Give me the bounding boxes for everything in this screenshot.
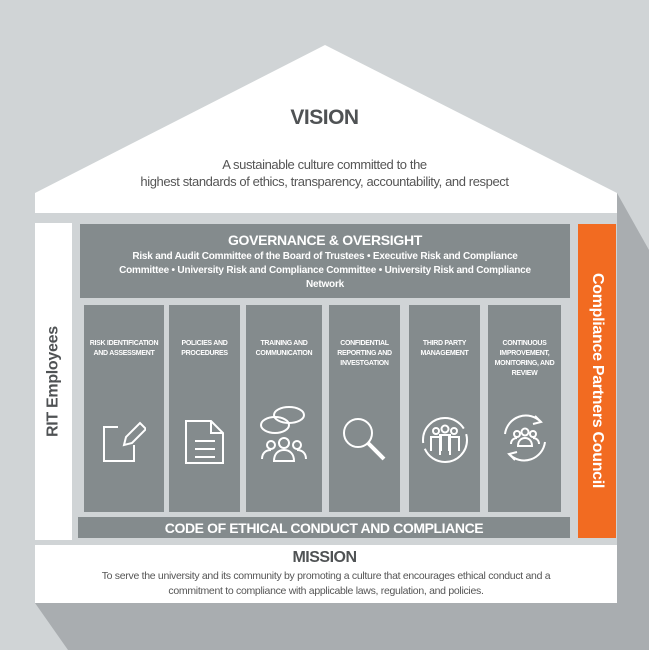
roof xyxy=(35,45,617,213)
edit-icon xyxy=(103,421,146,462)
pillar-risk: RISK IDENTIFICATION AND ASSESSMENT xyxy=(84,305,164,512)
vision-text: A sustainable culture committed to the h… xyxy=(0,156,649,190)
pillar-label: CONFIDENTIAL REPORTING AND INVESTGATION xyxy=(337,340,392,367)
governance-box: GOVERNANCE & OVERSIGHT Risk and Audit Co… xyxy=(80,224,570,298)
pillar-label: THIRD PARTY MANAGEMENT xyxy=(420,340,469,357)
pillar-policies: POLICIES AND PROCEDURES xyxy=(169,305,240,512)
mission-text: To serve the university and its communit… xyxy=(35,569,617,599)
mission-title: MISSION xyxy=(292,549,357,566)
pillar-label: TRAINING AND COMMUNICATION xyxy=(255,340,313,357)
compliance-partners-council: Compliance Partners Council xyxy=(589,273,606,489)
pillar-third-party: THIRD PARTY MANAGEMENT xyxy=(409,305,480,512)
vision-text-line: highest standards of ethics, transparenc… xyxy=(140,174,509,189)
pillar-training: TRAINING AND COMMUNICATION xyxy=(246,305,322,512)
left-column-bg xyxy=(35,223,72,540)
house-shadow xyxy=(35,193,649,650)
vision-text-line: A sustainable culture committed to the xyxy=(222,157,427,172)
pillar-label: RISK IDENTIFICATION AND ASSESSMENT xyxy=(89,340,159,357)
mission-text-line: To serve the university and its communit… xyxy=(101,570,551,582)
document-icon xyxy=(184,420,224,464)
magnifier-icon xyxy=(342,418,385,461)
rit-employees-label: RIT Employees xyxy=(44,326,62,437)
team-circle-icon xyxy=(421,417,468,463)
pillar-label: CONTINUOUS IMPROVEMENT, MONITORING, AND … xyxy=(494,340,555,377)
pillar-continuous: CONTINUOUS IMPROVEMENT, MONITORING, AND … xyxy=(488,305,561,512)
mission-bg xyxy=(35,545,617,603)
mission-text-line: commitment to compliance with applicable… xyxy=(168,585,484,597)
vision-title: VISION xyxy=(290,106,359,129)
pillar-reporting: CONFIDENTIAL REPORTING AND INVESTGATION xyxy=(329,305,400,512)
cycle-group-icon xyxy=(503,414,546,462)
pillar-label: POLICIES AND PROCEDURES xyxy=(181,340,228,357)
code-of-conduct-bar: CODE OF ETHICAL CONDUCT AND COMPLIANCE xyxy=(78,517,570,538)
governance-title: GOVERNANCE & OVERSIGHT xyxy=(227,232,423,248)
governance-text: Risk and Audit Committee of the Board of… xyxy=(119,251,531,290)
chat-group-icon xyxy=(260,406,307,462)
